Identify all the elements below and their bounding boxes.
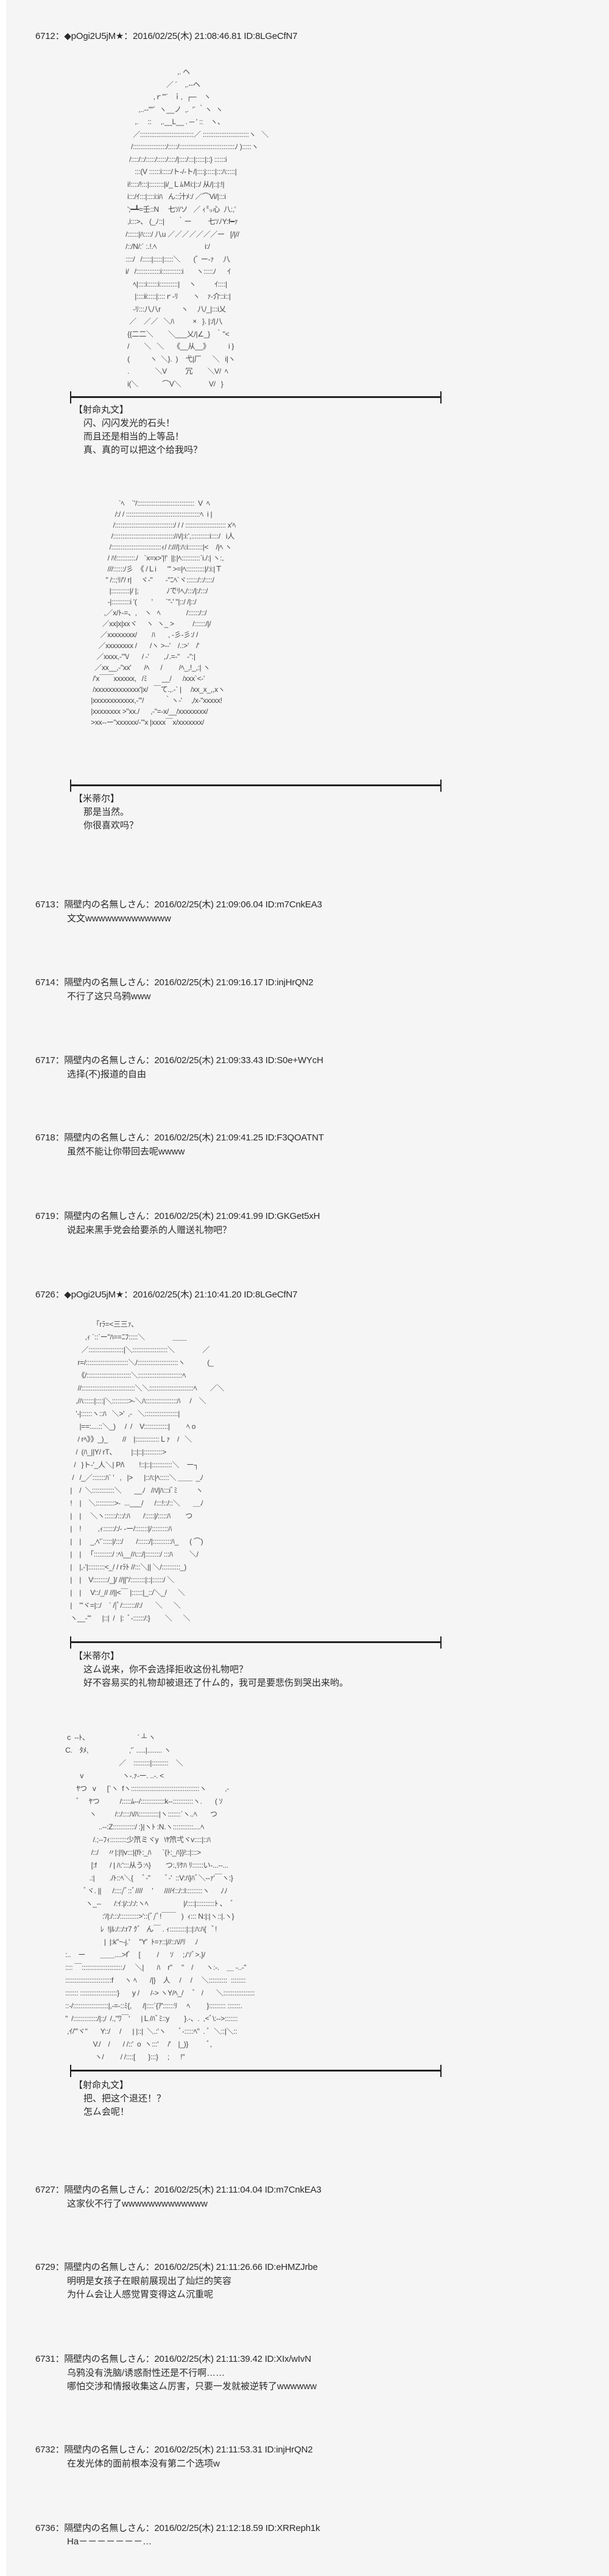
speaker-name: 【米蒂尔】: [74, 1651, 120, 1661]
post-header-6714: 6714：隔壁内の名無しさん：2016/02/25(木) 21:09:16.17…: [35, 977, 314, 988]
dialog-line: 把、把这个退还！？: [83, 2093, 166, 2104]
post-body-6727: 这家伙不行了wwwwwwwwwwwww: [67, 2199, 208, 2209]
dialog-line: 怎ㄙ会呢！: [83, 2107, 130, 2117]
post-body-6731: 乌鸦没有洗脑/诱惑耐性还是不行啊…… 哪怕交涉和情报收集这ㄙ厉害，只要一发就被逆…: [67, 2368, 317, 2392]
post-body-6714: 不行了这只乌鸦www: [67, 991, 151, 1002]
post-header-6732: 6732：隔壁内の名無しさん：2016/02/25(木) 21:11:53.31…: [35, 2445, 313, 2455]
ascii-art-mittel-bowing: `ﾍ `'/::::::::::::::::::::::::::::::: V …: [91, 499, 236, 727]
post-header-6731: 6731：隔壁内の名無しさん：2016/02/25(木) 21:11:39.42…: [35, 2354, 311, 2364]
dialog-line: 真、真的可以把这个给我吗？: [83, 445, 203, 455]
post-header-6729: 6729：隔壁内の名無しさん：2016/02/25(木) 21:11:26.66…: [35, 2262, 318, 2272]
speaker-name: 【射命丸文】: [74, 2080, 129, 2090]
dialog-line: 而且还是相当的上等品！: [83, 431, 185, 442]
ascii-art-aya-holding-gem: ,. ヘ ／ ´ ,.-‐ヘ ,ｒ'"´ ｉ, ┌─ ヽ ,..-‐''"´ ヽ…: [125, 68, 269, 388]
ascii-art-mittel-smiling: 「rﾗ=<三三ｧ､ ,ｨ ´::`ー"ﾊ==ﾆﾌ:::::＼ ＿＿ ／:::::…: [70, 1320, 225, 1622]
ascii-art-aya-hugging-gem: c -‐ﾄ、 ´ ┴ ヽ C. ﾀﾒ, ,'´ .....|........ ヽ…: [65, 1733, 255, 2061]
post-body-6718: 虽然不能让你带回去呢wwww: [67, 1147, 185, 1157]
post-body-6732: 在发光体的面前根本没有第二个选项w: [67, 2459, 220, 2469]
post-header-6712: 6712：◆pOgi2U5jM★：2016/02/25(木) 21:08:46.…: [35, 31, 298, 41]
post-header-6718: 6718：隔壁内の名無しさん：2016/02/25(木) 21:09:41.25…: [35, 1133, 324, 1143]
dialog-separator: [70, 1636, 442, 1649]
post-header-6726: 6726：◆pOgi2U5jM★：2016/02/25(木) 21:10:41.…: [35, 1290, 298, 1300]
post-body-6717: 选择(不)报道的自由: [67, 1069, 146, 1080]
dialog-line: 这ㄙ说来，你不会选择拒收这份礼物吧？: [83, 1664, 248, 1675]
dialog-aya-2: 【射命丸文】把、把这个退还！？ 怎ㄙ会呢！: [74, 2079, 166, 2119]
dialog-mittel-1: 【米蒂尔】那是当然。你很喜欢吗？: [74, 792, 138, 832]
post-header-6736: 6736：隔壁内の名無しさん：2016/02/25(木) 21:12:18.59…: [35, 2523, 320, 2533]
post-body-6713: 文文wwwwwwwwwwwww: [67, 913, 171, 924]
dialog-line: 那是当然。: [83, 807, 130, 817]
dialog-aya-1: 【射命丸文】闪、闪闪发光的石头！ 而且还是相当的上等品！ 真、真的可以把这个给我吗？: [74, 403, 202, 457]
dialog-separator: [70, 2065, 442, 2077]
speaker-name: 【射命丸文】: [74, 405, 129, 415]
post-body-6719: 说起来黑手党会给要杀的人赠送礼物吧？: [67, 1225, 232, 1235]
page-left-border: [0, 0, 6, 2576]
dialog-separator: [70, 780, 442, 792]
post-header-6719: 6719：隔壁内の名無しさん：2016/02/25(木) 21:09:41.99…: [35, 1211, 320, 1221]
dialog-line: 好不容易买的礼物却被退还了什ㄙ的，我可是要悲伤到哭出来哟。: [83, 1678, 349, 1688]
dialog-mittel-2: 【米蒂尔】这ㄙ说来，你不会选择拒收这份礼物吧？ 好不容易买的礼物却被退还了什ㄙ的，…: [74, 1650, 348, 1690]
speaker-name: 【米蒂尔】: [74, 794, 120, 804]
post-header-6717: 6717：隔壁内の名無しさん：2016/02/25(木) 21:09:33.43…: [35, 1055, 323, 1066]
dialog-line: 你很喜欢吗？: [83, 820, 139, 831]
post-body-6729: 明明是女孩子在眼前展现出了灿烂的笑容 为什ㄙ会让人感觉胃变得这ㄙ沉重呢: [67, 2276, 232, 2300]
dialog-line: 闪、闪闪发光的石头！: [83, 418, 175, 428]
dialog-separator: [70, 391, 442, 403]
post-header-6727: 6727：隔壁内の名無しさん：2016/02/25(木) 21:11:04.04…: [35, 2185, 322, 2195]
post-header-6713: 6713：隔壁内の名無しさん：2016/02/25(木) 21:09:06.04…: [35, 899, 322, 910]
post-body-6736: Ha－－－－－－－…: [67, 2536, 152, 2547]
